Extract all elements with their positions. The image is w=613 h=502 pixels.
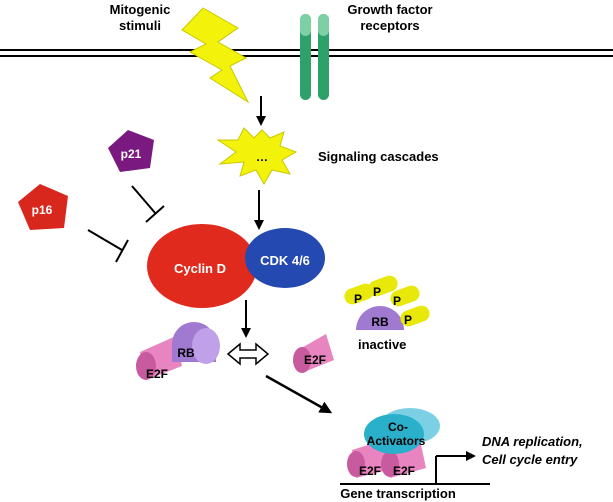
rb-label: RB <box>177 346 195 360</box>
coactivators-label: Co- <box>388 420 408 434</box>
p16-inhibition-line <box>87 229 129 263</box>
signaling-star-icon <box>216 127 298 186</box>
cell-cycle-entry-label: Cell cycle entry <box>482 452 578 467</box>
cyclin-d-label: Cyclin D <box>174 261 226 276</box>
phosphate-label-2: P <box>373 285 381 299</box>
p16-inhibitor-icon <box>18 184 68 230</box>
growth-factor-label: Growth factor <box>347 2 432 17</box>
arrow-to-transcription <box>265 374 333 414</box>
signaling-cascades-label: Signaling cascades <box>318 149 439 164</box>
signaling-dots: … <box>256 150 268 164</box>
p21-inhibition-line <box>131 185 165 223</box>
dna-replication-label: DNA replication, <box>482 434 583 449</box>
phosphorylated-rb-complex <box>344 275 430 330</box>
p16-label: p16 <box>32 203 53 217</box>
phosphate-label-1: P <box>354 292 362 306</box>
e2f-label-promoter-2: E2F <box>393 464 415 478</box>
cyclin-d-shape <box>147 224 257 308</box>
rb-e2f-complex <box>136 322 220 380</box>
free-e2f-icon <box>293 334 334 373</box>
phosphate-label-3: P <box>393 294 401 308</box>
p21-inhibitor-icon <box>108 130 154 172</box>
growth-factor-receptor-icon <box>300 14 329 100</box>
mitogenic-stimuli-label: Mitogenic <box>110 2 171 17</box>
e2f-label-promoter-1: E2F <box>359 464 381 478</box>
equilibrium-arrow-icon <box>226 342 270 366</box>
cdk-label: CDK 4/6 <box>260 253 310 268</box>
coactivators-label-2: Activators <box>367 434 426 448</box>
e2f-label-bound: E2F <box>146 367 168 381</box>
dna-strand <box>340 451 490 485</box>
p21-label: p21 <box>121 147 142 161</box>
cdk-shape <box>245 228 325 288</box>
lightning-bolt-icon <box>181 7 250 104</box>
growth-factor-label-2: receptors <box>360 18 419 33</box>
gene-transcription-label: Gene transcription <box>340 486 456 501</box>
e2f-label-free: E2F <box>304 353 326 367</box>
inactive-label: inactive <box>358 337 406 352</box>
rb-inactive-label: RB <box>371 315 389 329</box>
mitogenic-stimuli-label-2: stimuli <box>119 18 161 33</box>
phosphate-label-4: P <box>404 313 412 327</box>
coactivator-complex <box>347 408 440 478</box>
phosphate-icon <box>344 275 430 327</box>
